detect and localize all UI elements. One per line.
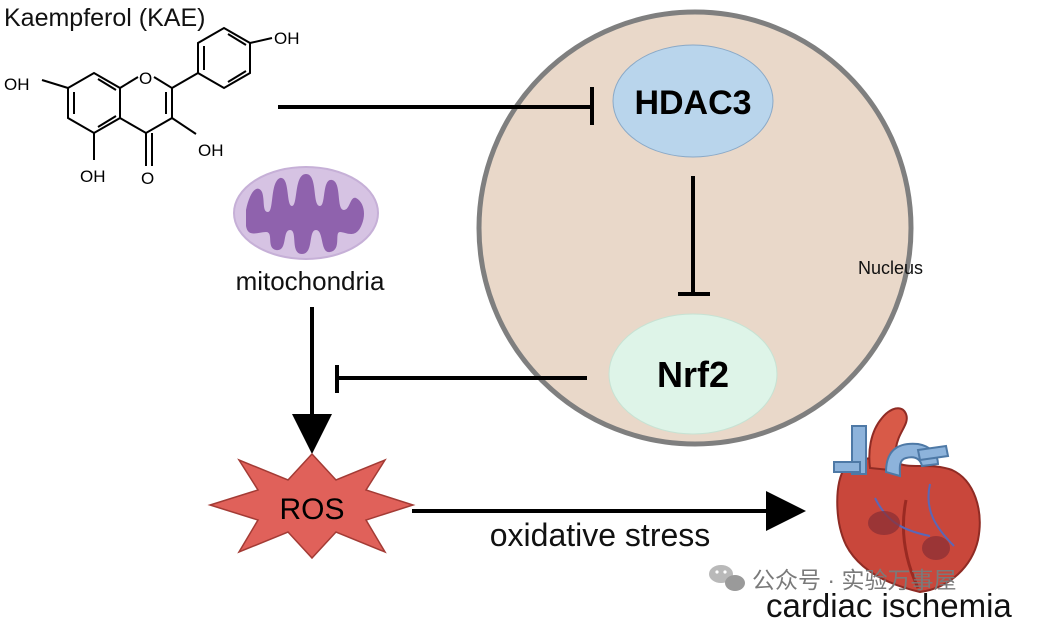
watermark: 公众号 · 实验万事屋 — [709, 565, 956, 593]
atom-label-oh-right: OH — [198, 141, 224, 160]
atom-label-oh-left: OH — [4, 75, 30, 94]
nrf2-node — [608, 313, 778, 435]
kae-inhibits-hdac3-edge — [278, 87, 594, 125]
compound-title: Kaempferol (KAE) — [4, 4, 205, 32]
nucleus-label: Nucleus — [858, 258, 923, 278]
atom-label-oh-top: OH — [274, 29, 300, 48]
ros-burst-shape — [207, 452, 416, 560]
kaempferol-atom-labels: OH OH OH OH O O — [4, 29, 300, 188]
hdac3-label: HDAC3 — [634, 84, 751, 122]
heart-icon — [833, 407, 981, 594]
ros-label: ROS — [279, 493, 344, 526]
oxidative-stress-label: oxidative stress — [490, 517, 711, 553]
mitochondria-icon — [233, 166, 379, 260]
wechat-icon — [709, 565, 745, 591]
atom-label-oh-bottom: OH — [80, 167, 106, 186]
atom-label-keto-o: O — [141, 169, 154, 188]
kaempferol-structure-icon — [41, 26, 273, 166]
nrf2-inhibits-ros-edge — [335, 365, 587, 393]
mitochondria-label: mitochondria — [236, 266, 385, 296]
cardiac-ischemia-label: cardiac ischemia — [766, 587, 1012, 620]
watermark-text: 公众号 · 实验万事屋 — [752, 567, 956, 593]
atom-label-ring-o: O — [139, 69, 152, 88]
nrf2-label: Nrf2 — [657, 354, 729, 395]
hdac3-node — [612, 44, 774, 158]
hdac3-inhibits-nrf2-edge — [678, 176, 710, 296]
